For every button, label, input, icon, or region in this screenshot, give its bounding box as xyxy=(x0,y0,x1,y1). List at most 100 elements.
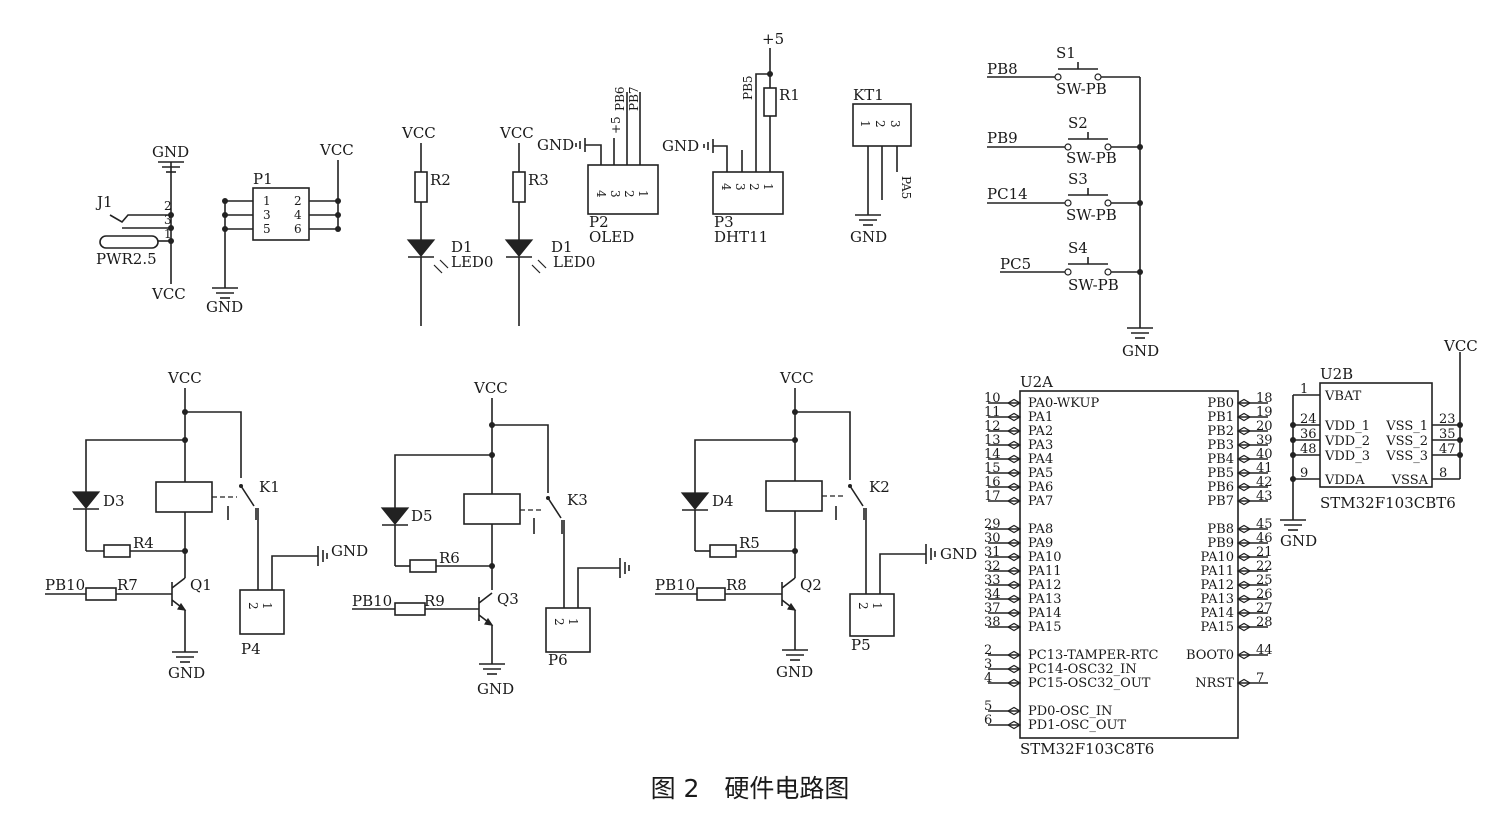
s1-ref: S1 xyxy=(1056,44,1076,62)
u2b-right-pin-number: 47 xyxy=(1439,442,1456,457)
p2-pin-1: 1 xyxy=(636,190,650,198)
u2a-right-pin-name: PA11 xyxy=(1201,564,1234,579)
switch-s2: PB9 S2 SW-PB xyxy=(987,114,1143,167)
k3-signal: PB10 xyxy=(352,592,392,610)
u2a-left-pin-name: PA8 xyxy=(1028,522,1053,537)
k1-gnd-label-2: GND xyxy=(331,542,368,560)
u2b-ref: U2B xyxy=(1320,365,1353,383)
u2a-right-pin-number: 27 xyxy=(1256,601,1273,616)
led1-vcc-label: VCC xyxy=(401,124,436,142)
j1-ref: J1 xyxy=(95,193,113,211)
u2a-right-pins: 18PB019PB120PB239PB340PB441PB542PB643PB7… xyxy=(1186,391,1273,691)
u2a-right-pin-name: PA15 xyxy=(1201,620,1234,635)
p2-ref: P2 xyxy=(589,213,609,231)
k2-diode-ref: D4 xyxy=(712,492,734,510)
u2a-right-pin-number: 46 xyxy=(1256,531,1273,546)
u2a-left-pin-number: 5 xyxy=(984,699,992,714)
u2a-left-pin-number: 37 xyxy=(984,601,1001,616)
s2-value: SW-PB xyxy=(1066,149,1117,167)
u2a-left-pin-name: PA6 xyxy=(1028,480,1053,495)
k1-relay-ref: K1 xyxy=(259,478,280,496)
u2a-part: STM32F103C8T6 xyxy=(1020,740,1154,758)
u2a-right-pin-name: PA13 xyxy=(1201,592,1234,607)
u2a-right-pin-name: PB6 xyxy=(1207,480,1234,495)
u2a-right-pin-number: 21 xyxy=(1256,545,1273,560)
switch-s4: PC5 S4 SW-PB xyxy=(1000,239,1143,294)
u2a-left-pin-name: PA0-WKUP xyxy=(1028,396,1099,411)
k1-vcc-label: VCC xyxy=(167,369,202,387)
oled-connector-p2: 4 3 2 1 GND +5 PB6 PB7 P2 OLED xyxy=(537,86,659,246)
led2-vcc-label: VCC xyxy=(499,124,534,142)
u2a-right-pin-name: PA10 xyxy=(1201,550,1234,565)
u2a-left-pin-number: 29 xyxy=(984,517,1001,532)
p1-pin-2: 2 xyxy=(294,194,302,208)
u2a-left-pin-number: 34 xyxy=(984,587,1001,602)
j1-value: PWR2.5 xyxy=(96,250,157,268)
u2a-left-pin-number: 4 xyxy=(984,671,992,686)
switch-gnd-label: GND xyxy=(1122,342,1159,360)
u2b-part: STM32F103CBT6 xyxy=(1320,494,1456,512)
u2a-right-pin-number: 7 xyxy=(1256,671,1264,686)
u2a-right-pin-number: 28 xyxy=(1256,615,1273,630)
u2a-left-pin-name: PA10 xyxy=(1028,550,1061,565)
s1-signal: PB8 xyxy=(987,60,1018,78)
switch-s1: PB8 S1 SW-PB xyxy=(987,44,1140,98)
u2b-gnd-label: GND xyxy=(1280,532,1317,550)
p2-pin-2: 2 xyxy=(622,190,636,198)
u2a-right-pin-name: PB3 xyxy=(1207,438,1234,453)
r1-ref: R1 xyxy=(779,86,800,104)
p5-pin-1: 1 xyxy=(870,602,884,610)
k2-rb-ref: R5 xyxy=(739,534,760,552)
k2-rin-ref: R8 xyxy=(726,576,747,594)
kt1-pin-2: 2 xyxy=(873,120,887,128)
p3-plus5-label: +5 xyxy=(762,30,784,48)
s3-signal: PC14 xyxy=(987,185,1028,203)
p2-value: OLED xyxy=(589,228,634,246)
u2a-left-pin-name: PA3 xyxy=(1028,438,1053,453)
u2a-left-pin-number: 2 xyxy=(984,643,992,658)
p2-gnd-label: GND xyxy=(537,136,574,154)
p3-ref: P3 xyxy=(714,213,734,231)
header-p1: P1 1 2 3 4 5 6 GND VCC xyxy=(206,141,354,316)
p1-gnd-label: GND xyxy=(206,298,243,316)
s3-value: SW-PB xyxy=(1066,206,1117,224)
u2a-left-pin-name: PA14 xyxy=(1028,606,1061,621)
s2-signal: PB9 xyxy=(987,129,1018,147)
k2-vcc-label: VCC xyxy=(779,369,814,387)
k1-transistor-ref: Q1 xyxy=(190,576,212,594)
led1-diode-ref: D1 xyxy=(451,238,473,256)
u2a-right-pin-name: PA14 xyxy=(1201,606,1234,621)
s4-value: SW-PB xyxy=(1068,276,1119,294)
k1-signal: PB10 xyxy=(45,576,85,594)
p1-pin-6: 6 xyxy=(294,222,302,236)
u2a-right-pin-name: PB9 xyxy=(1207,536,1234,551)
u2a-left-pin-name: PA13 xyxy=(1028,592,1061,607)
kt1-ref: KT1 xyxy=(853,86,884,104)
u2a-right-pin-number: 39 xyxy=(1256,433,1273,448)
kt1-pa5-label: PA5 xyxy=(899,176,913,199)
sensor-connector-kt1: KT1 1 2 3 PA5 GND xyxy=(850,86,913,246)
k3-rin-ref: R9 xyxy=(424,592,445,610)
k1-rin-ref: R7 xyxy=(117,576,138,594)
u2b-left-pin-name: VDD_2 xyxy=(1324,434,1370,449)
u2a-right-pin-name: NRST xyxy=(1195,676,1234,691)
u2a-left-pin-number: 11 xyxy=(984,405,1001,420)
relay-circuit-k3: VCC D5 K3 R6 PB10 R9 Q3 xyxy=(352,379,630,698)
u2b-left-pin-name: VBAT xyxy=(1324,389,1362,404)
p1-vcc-label: VCC xyxy=(319,141,354,159)
k2-relay-ref: K2 xyxy=(869,478,890,496)
p2-plus5-label: +5 xyxy=(609,116,623,134)
u2a-left-pin-name: PC15-OSC32_OUT xyxy=(1028,676,1151,691)
p1-pin-5: 5 xyxy=(263,222,271,236)
u2b-left-pin-number: 36 xyxy=(1300,427,1317,442)
u2b-left-pin-number: 1 xyxy=(1300,382,1308,397)
u2b-right-pin-name: VSS_3 xyxy=(1385,449,1428,464)
u2a-left-pin-number: 33 xyxy=(984,573,1001,588)
u2a-left-pin-number: 14 xyxy=(984,447,1001,462)
u2a-right-pin-name: PB4 xyxy=(1207,452,1234,467)
u2a-right-pin-number: 19 xyxy=(1256,405,1273,420)
s2-ref: S2 xyxy=(1068,114,1088,132)
